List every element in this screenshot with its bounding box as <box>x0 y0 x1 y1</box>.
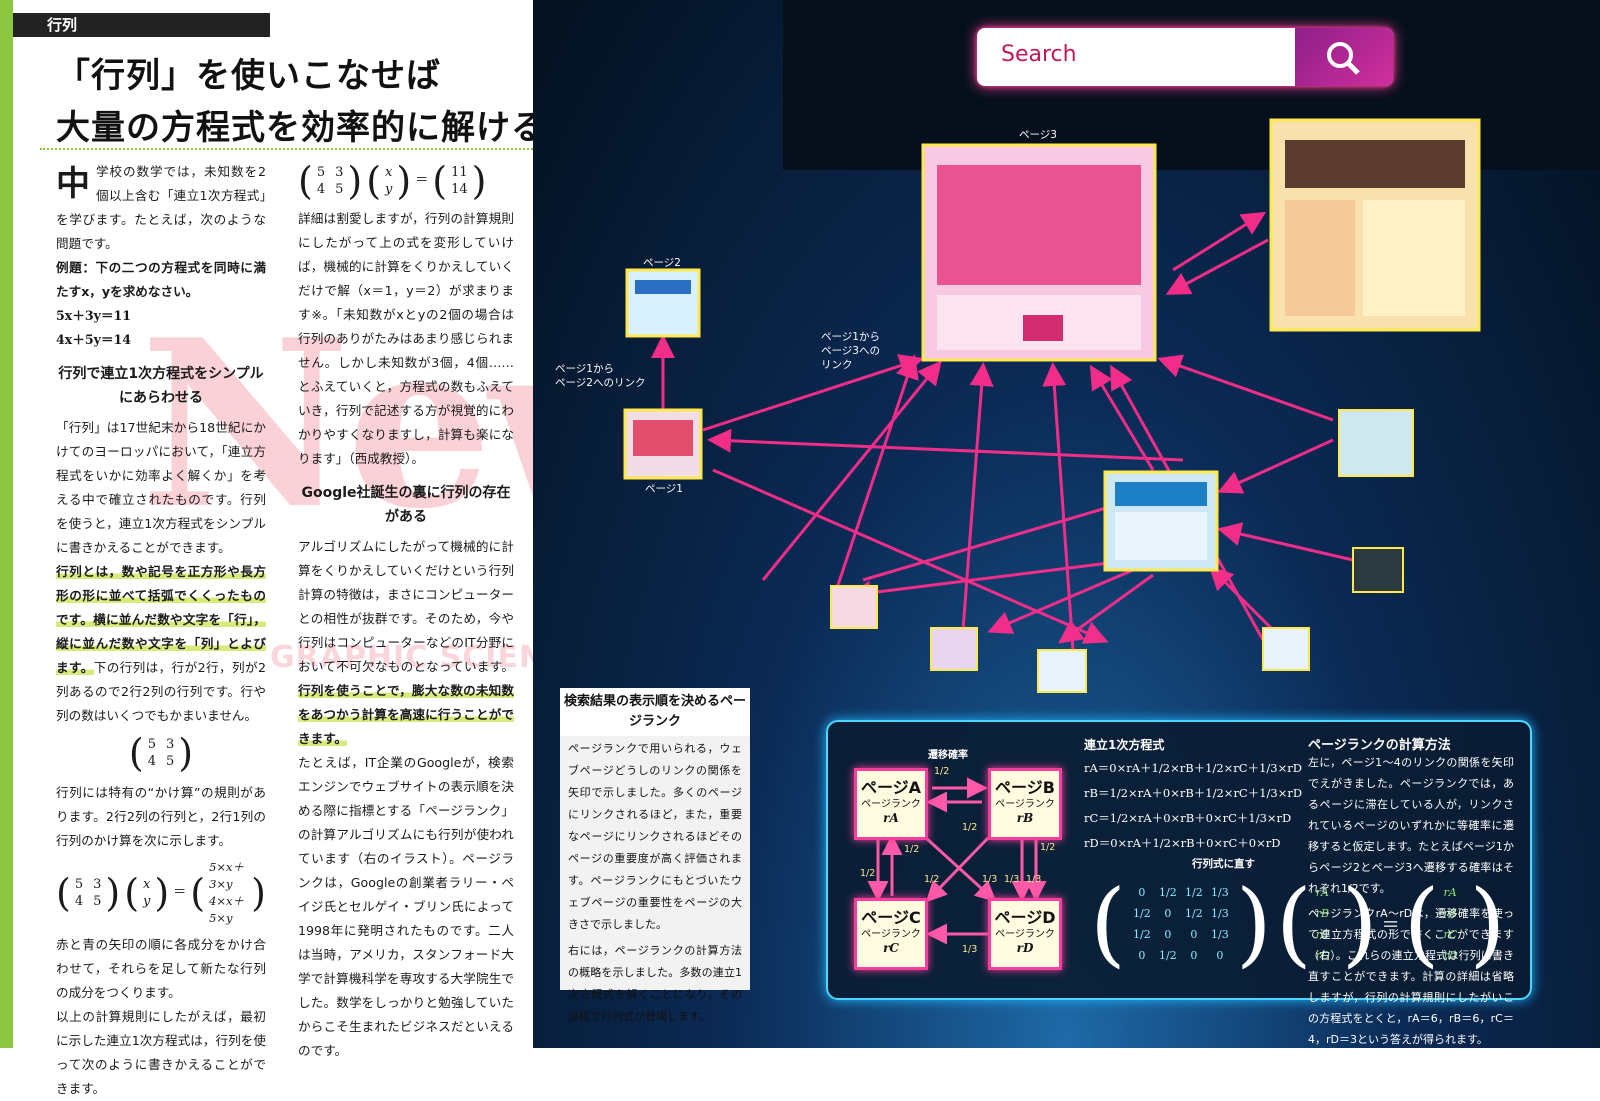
search-button <box>1295 28 1393 86</box>
link-arrow <box>987 568 1134 634</box>
label-link-1-2: ページ1から ページ2へのリンク <box>555 363 646 389</box>
prob-c-a: 1/2 <box>860 868 876 879</box>
method-heading: ページランクの計算方法 <box>1308 738 1451 753</box>
equation-rb: rB＝1/2×rA＋0×rB＋1/2×rC＋1/3×rD <box>1084 786 1303 800</box>
text-column-left: 中学校の数学では，未知数を2個以上含む「連立1次方程式」を学びます。たとえば，次… <box>56 160 266 1101</box>
highlight-definition: 行列とは，数や記号を正方形や長方形の形に並べて括弧でくくったものです。横に並んだ… <box>56 564 266 723</box>
section-tab: 行列 <box>13 13 270 37</box>
paragraph-arrows: 赤と青の矢印の順に各成分をかけ合わせて，それらを足して新たな行列の成分をつくりま… <box>56 937 266 1000</box>
paragraph-pagerank: たとえば，IT企業のGoogleが，検索エンジンでウェブサイトの表示順を決める際… <box>298 755 514 1058</box>
method-paragraph-1: 左に，ページ1〜4のリンクの関係を矢印でえがきました。ページランクでは，あるペー… <box>1308 756 1514 895</box>
page-1-window <box>623 408 703 480</box>
label-page-3: ページ3 <box>1019 129 1057 141</box>
paragraph-history: 「行列」は17世紀末から18世紀にかけてのヨーロッパにおいて，「連立方程式をいか… <box>56 420 266 555</box>
link-arrow <box>1165 238 1269 295</box>
small-page-windows <box>830 409 1414 693</box>
prob-b-d: 1/2 <box>1040 842 1056 853</box>
prob-d-a: 1/3 <box>962 944 978 955</box>
link-arrow <box>712 468 1109 644</box>
transition-probability-label: 遷移確率 <box>928 750 968 761</box>
label-page-2: ページ2 <box>643 257 681 269</box>
link-arrow <box>1172 211 1267 272</box>
paragraph-multiplication: 行列には特有の“かけ算”の規則があります。2行2列の行列と，2行1列の行列のかけ… <box>56 785 266 848</box>
label-link-1-3: ページ1から ページ3への リンク <box>821 331 880 371</box>
link-arrow <box>707 428 1184 462</box>
page-hub-window <box>1103 470 1219 572</box>
paragraph-computers: アルゴリズムにしたがって機械的に計算をくりかえしていくだけという行列計算の特徴は… <box>298 539 514 746</box>
dropcap: 中 <box>56 164 90 204</box>
label-page-1: ページ1 <box>645 483 683 495</box>
equation-ra: rA＝0×rA＋1/2×rB＋1/2×rC＋1/3×rD <box>1084 761 1302 775</box>
subheading-matrix: 行列で連立1次方程式をシンプルにあらわせる <box>58 366 264 406</box>
example-problem: 例題：下の二つの方程式を同時に満たすx，yを求めなさい。 <box>56 260 266 299</box>
link-network <box>623 118 1481 693</box>
link-arrow <box>1217 522 1354 562</box>
equations-heading: 連立1次方程式 <box>1084 738 1165 752</box>
link-arrow <box>1208 565 1275 632</box>
search-bar: Search <box>977 28 1393 86</box>
link-arrow <box>1058 573 1154 644</box>
prob-d-d: 1/3 <box>1026 874 1042 885</box>
subheading-google: Google社誕生の裏に行列の存在がある <box>301 485 511 525</box>
search-placeholder: Search <box>1001 42 1077 67</box>
link-arrow <box>862 493 1139 582</box>
page-4-window <box>1269 118 1481 332</box>
title-line-2: 大量の方程式を効率的に解ける <box>56 108 546 148</box>
link-arrow <box>1042 362 1075 651</box>
paragraph-rewrite: 以上の計算規則にしたがえば，最初に示した連立1次方程式は，行列を使って次のように… <box>56 1009 266 1096</box>
link-arrow <box>847 558 1134 605</box>
prob-b-a: 1/2 <box>962 822 978 833</box>
prob-b-c: 1/2 <box>924 874 940 885</box>
infobox-heading: 検索結果の表示順を決めるページランク <box>560 688 750 736</box>
simultaneous-equations: rA＝0×rA＋1/2×rB＋1/2×rC＋1/3×rD rB＝1/2×rA＋0… <box>1084 756 1302 856</box>
intro-paragraph: 中学校の数学では，未知数を2個以上含む「連立1次方程式」を学びます。たとえば，次… <box>56 164 266 251</box>
method-paragraph-2: ページランクrA〜rDは，遷移確率を使って連立方程式の形で書くことができます（右… <box>1308 907 1514 1046</box>
article-title: 「行列」を使いこなせば 大量の方程式を効率的に解ける <box>56 50 776 154</box>
paragraph-solution: 詳細は割愛しますが，行列の計算規則にしたがって上の式を変形していけば，機械的に計… <box>298 211 514 466</box>
infobox-paragraph-1: ページランクで用いられる，ウェブページどうしのリンクの関係を矢印で示しました。多… <box>568 742 742 931</box>
equation-rc: rC＝1/2×rA＋0×rB＋0×rC＋1/3×rD <box>1084 811 1292 825</box>
page-2-window <box>625 268 701 338</box>
link-arrow <box>831 354 919 601</box>
title-divider <box>40 148 765 150</box>
prob-a-c: 1/2 <box>904 844 920 855</box>
link-arrow <box>702 354 924 432</box>
link-arrow <box>1089 364 1155 471</box>
equation-1: 5x＋3y＝11 <box>56 308 132 323</box>
left-accent-bar <box>0 0 13 1048</box>
prob-d-c: 1/3 <box>1004 874 1020 885</box>
matrix-heading: 行列式に直す <box>1192 858 1255 870</box>
pagerank-infobox: 検索結果の表示順を決めるページランク ページランクで用いられる，ウェブページどう… <box>560 688 750 1023</box>
link-arrow <box>961 362 994 631</box>
infobox-paragraph-2: 右には，ページランクの計算方法の概略を示しました。多数の連立1次方程式を解くこと… <box>568 944 742 1023</box>
search-icon <box>1327 42 1360 75</box>
link-arrow <box>1157 354 1334 422</box>
prob-d-b: 1/3 <box>982 874 998 885</box>
link-arrow <box>761 360 942 581</box>
node-link-diagram <box>867 777 1047 945</box>
method-text: 左に，ページ1〜4のリンクの関係を矢印でえがきました。ページランクでは，あるペー… <box>1308 752 1514 1050</box>
equation-rd: rD＝0×rA＋1/2×rB＋0×rC＋0×rD <box>1084 836 1281 850</box>
prob-a-b: 1/2 <box>934 766 950 777</box>
link-arrow <box>1217 438 1334 494</box>
page-3-window <box>921 143 1157 362</box>
title-line-1: 「行列」を使いこなせば <box>56 56 441 96</box>
equation-2: 4x＋5y＝14 <box>56 332 132 347</box>
